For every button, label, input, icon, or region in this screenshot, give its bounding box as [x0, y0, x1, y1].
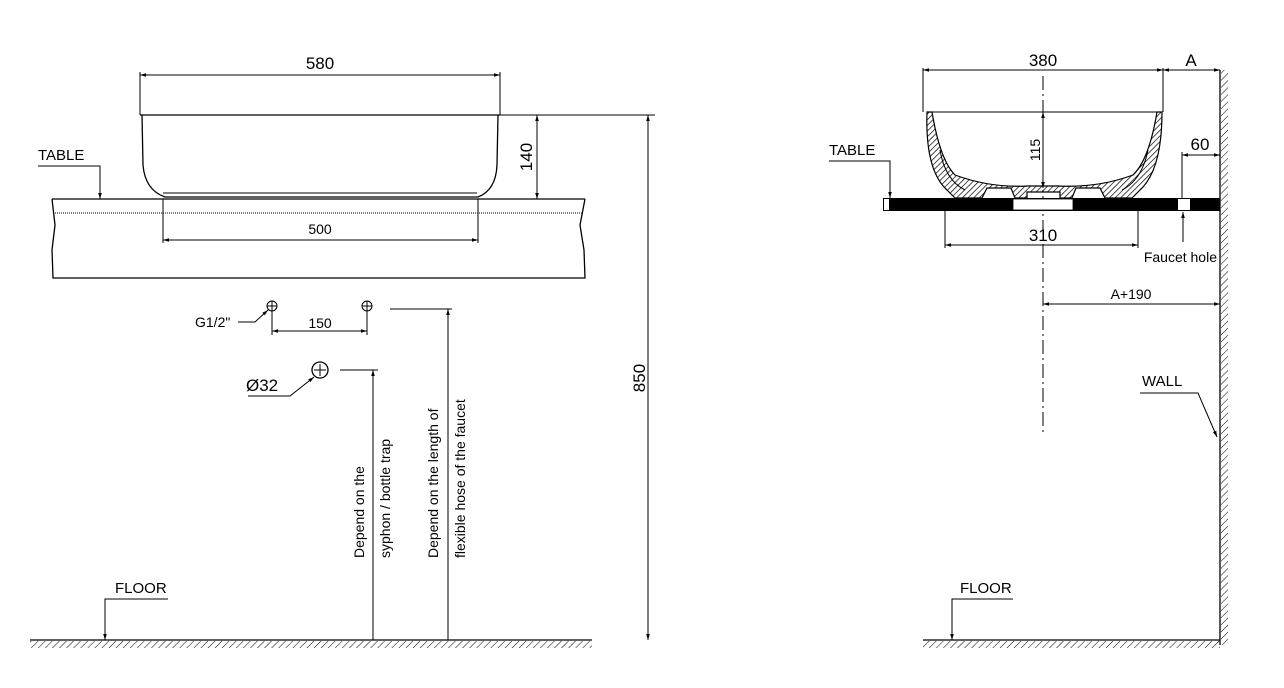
dim-width-top: 580: [306, 54, 334, 73]
syphon-note-line2: syphon / bottle trap: [377, 439, 393, 558]
drain-connection: [311, 361, 329, 379]
dim-width-base-side: 310: [1029, 226, 1057, 245]
drain-label: Ø32: [246, 376, 278, 395]
supply-spacing: 150: [308, 315, 332, 331]
table: [51, 198, 586, 279]
hose-note-line1: Depend on the length of: [425, 408, 441, 558]
dim-center-to-wall: A+190: [1111, 286, 1152, 302]
faucet-hole-label: Faucet hole: [1144, 249, 1217, 265]
dim-wall-offset: A: [1185, 51, 1197, 70]
drain-hole: [1012, 198, 1074, 211]
floor-label: FLOOR: [115, 580, 167, 597]
faucet-hole: [1178, 199, 1190, 210]
dim-height-basin: 140: [517, 143, 536, 171]
side-view: 380 A 115 60 310 Faucet hole A+190 TABLE…: [829, 51, 1228, 648]
dim-width-top-side: 380: [1029, 51, 1057, 70]
syphon-note-line1: Depend on the: [351, 466, 367, 558]
wall-label: WALL: [1142, 373, 1182, 390]
table-label-side: TABLE: [829, 142, 875, 159]
table-label: TABLE: [38, 147, 84, 164]
basin-section: [926, 111, 1163, 199]
floor-label-side: FLOOR: [960, 580, 1012, 597]
supply-label: G1/2": [195, 314, 230, 330]
supply-connection-left: [266, 300, 278, 312]
supply-connection-right: [361, 300, 373, 312]
hose-note-line2: flexible hose of the faucet: [452, 399, 468, 558]
dim-faucet-offset: 60: [1191, 135, 1210, 154]
dim-width-base: 500: [308, 221, 332, 237]
dim-depth-inner: 115: [1027, 139, 1043, 162]
dim-height-total: 850: [630, 364, 649, 392]
basin-outline: [140, 114, 500, 198]
front-view: 580 500 140 TABLE G1/2" 150: [30, 54, 655, 648]
